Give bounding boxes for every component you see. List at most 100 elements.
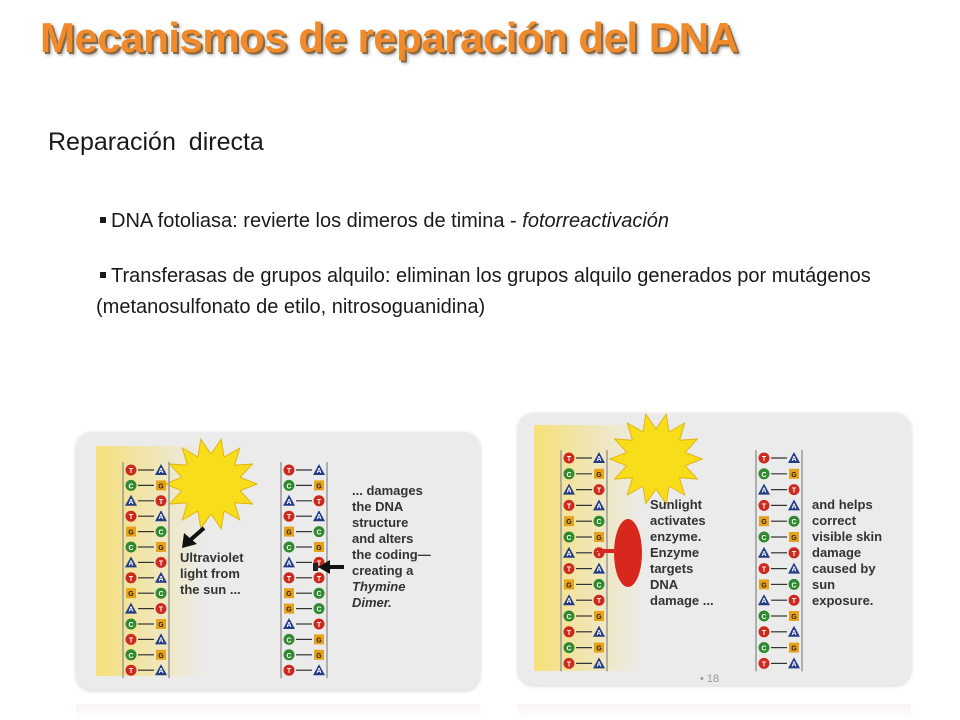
dna-base-letter: G [128,591,134,598]
dna-base-letter: A [761,488,766,495]
dna-base-A [758,483,770,495]
dna-base-C [758,468,770,480]
dna-base-letter: C [128,545,133,552]
panel-reflection [76,704,480,720]
dna-base-letter: C [791,519,796,526]
dna-base-A [563,594,575,606]
dna-base-letter: T [762,567,767,574]
caption-line: exposure. [812,593,873,608]
bullet-item: Transferasas de grupos alquilo: eliminan… [96,261,896,323]
dna-base-letter: A [791,456,796,463]
dna-base-G [314,480,324,491]
caption-line: Sunlight [650,497,703,512]
dna-base-T [563,657,575,669]
enzyme-icon [598,519,642,587]
dna-base-letter: T [287,514,292,521]
dna-base-T [155,495,167,507]
dna-base-C [788,578,800,590]
dna-base-G [594,611,604,621]
bullet-text: DNA fotoliasa: revierte los dimeros de t… [111,210,523,232]
dna-base-letter: A [596,503,601,510]
caption-line: sun [812,577,835,592]
dna-base-T [563,499,575,511]
caption-line: the sun ... [180,582,241,597]
dna-base-G [789,532,799,542]
caption-line: the coding— [352,547,431,562]
dna-base-G [314,542,324,552]
dna-base-G [789,642,799,653]
caption-line: light from [180,566,240,581]
dna-base-letter: C [566,472,571,479]
dna-base-C [758,642,770,654]
dna-base-G [594,642,604,653]
dna-base-letter: A [596,661,601,668]
arrow-left-icon [318,560,344,574]
dna-base-letter: T [129,514,134,521]
dna-base-C [283,633,295,645]
caption-line: targets [650,561,693,576]
dna-base-letter: A [791,503,796,510]
dna-base-letter: C [566,614,571,621]
caption-line: Dimer. [352,595,392,610]
dna-base-C [758,531,770,543]
dna-base-T [788,547,800,559]
dna-base-letter: C [566,535,571,542]
dna-base-letter: T [762,503,767,510]
dna-base-letter: A [128,607,133,614]
dna-base-letter: T [567,661,572,668]
dna-base-letter: T [762,630,767,637]
sun-disc [181,454,241,514]
dna-base-letter: G [158,653,164,660]
dna-base-G [284,588,294,599]
dna-base-letter: A [596,567,601,574]
dna-base-letter: A [158,668,163,675]
dna-base-T [788,594,800,606]
dna-base-letter: C [316,607,321,614]
dna-base-letter: C [128,622,133,629]
caption-line: the DNA [352,499,404,514]
dna-base-C [313,526,325,538]
dna-base-letter: A [596,456,601,463]
dna-base-T [283,664,295,676]
slide-title: Mecanismos de reparación del DNA [40,14,739,61]
dna-base-letter: T [567,456,572,463]
dna-base-letter: T [287,668,292,675]
dna-base-letter: C [596,519,601,526]
dna-base-A [283,556,295,568]
dna-base-A [593,562,605,574]
dna-base-letter: G [596,614,602,621]
dna-base-T [563,563,575,575]
dna-base-A [155,571,167,583]
dna-base-T [788,484,800,496]
dna-base-C [593,578,605,590]
dna-base-letter: G [791,614,797,621]
dna-base-C [563,531,575,543]
dna-base-A [788,657,800,669]
dna-base-G [759,516,769,527]
dna-base-T [125,664,137,676]
dna-base-letter: T [597,598,602,605]
dna-base-letter: C [158,530,163,537]
dna-base-letter: C [761,646,766,653]
dna-base-T [125,572,137,584]
dna-base-A [593,625,605,637]
caption-line: visible skin [812,529,882,544]
dna-base-A [788,562,800,574]
dna-base-letter: A [791,567,796,574]
dna-base-letter: G [596,535,602,542]
dna-base-C [788,515,800,527]
dna-base-letter: C [158,591,163,598]
dna-base-letter: A [158,576,163,583]
dna-base-letter: T [597,551,602,558]
caption-line: caused by [812,561,876,576]
slide-number: • 18 [700,673,720,685]
bullet-item: DNA fotoliasa: revierte los dimeros de t… [96,206,896,237]
dna-base-T [563,452,575,464]
dna-base-letter: G [791,535,797,542]
dna-base-T [283,510,295,522]
caption-damage: ... damages the DNA structure and alters… [352,483,434,610]
caption-line: structure [352,515,408,530]
dna-base-letter: A [761,598,766,605]
dna-base-letter: A [286,499,291,506]
